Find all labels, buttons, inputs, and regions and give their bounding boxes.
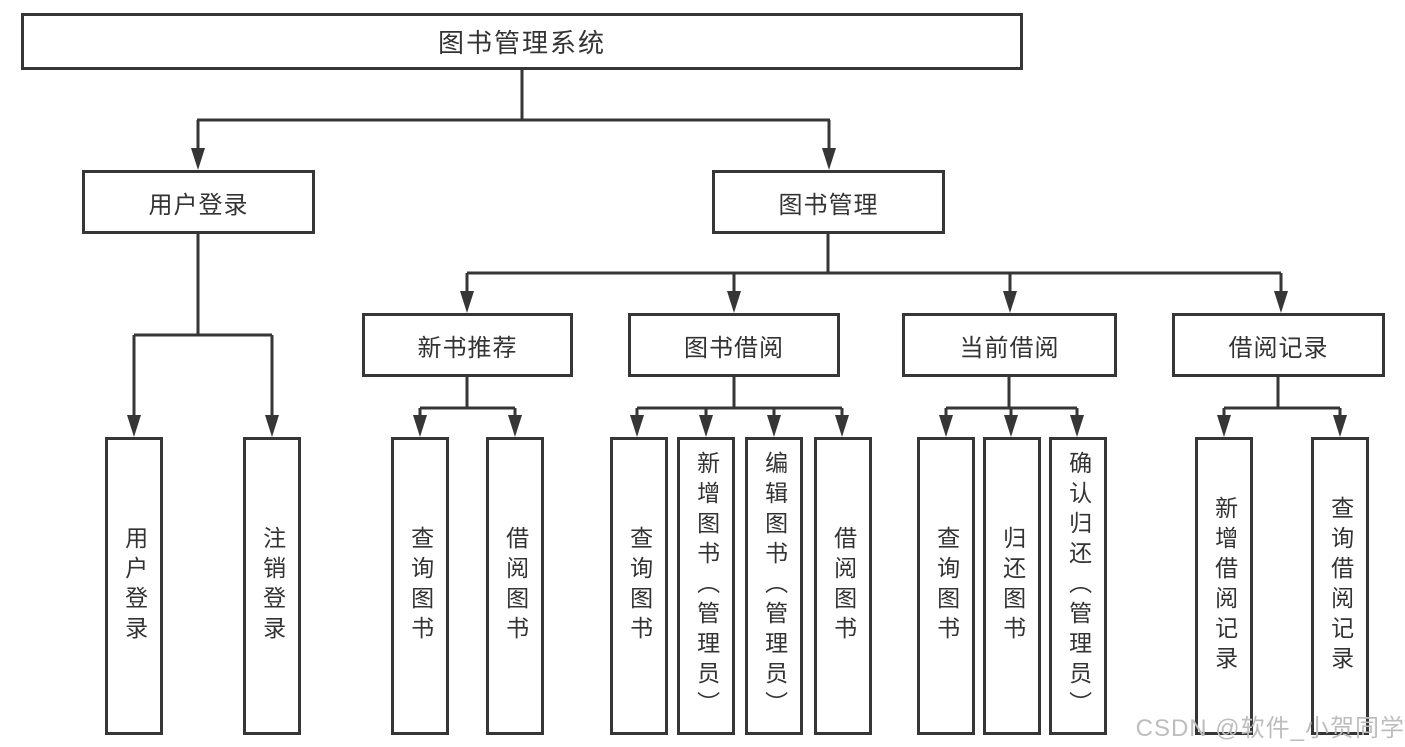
leaf-add-book-admin: 新增图书（管理员） <box>677 437 735 735</box>
csdn-watermark: CSDN @软件_小贺同学 <box>1135 715 1405 742</box>
node-new-book-recommend: 新书推荐 <box>362 313 573 377</box>
node-label: 确认归还（管理员） <box>1065 451 1092 721</box>
node-label: 查询借阅记录 <box>1327 496 1354 676</box>
arrow-down-icon <box>1333 415 1347 437</box>
node-book-management: 图书管理 <box>712 170 945 234</box>
node-label: 查询图书 <box>626 526 653 646</box>
node-current-borrow: 当前借阅 <box>902 313 1117 377</box>
node-label: 编辑图书（管理员） <box>761 451 788 721</box>
arrow-down-icon <box>1070 415 1084 437</box>
arrow-down-icon <box>1003 291 1017 313</box>
arrow-down-icon <box>939 415 953 437</box>
arrow-down-icon <box>127 415 141 437</box>
node-label: 图书管理系统 <box>437 28 606 58</box>
leaf-add-borrow-record: 新增借阅记录 <box>1195 437 1253 735</box>
arrow-down-icon <box>1274 291 1288 313</box>
node-label: 新增借阅记录 <box>1211 496 1238 676</box>
leaf-return-book: 归还图书 <box>983 437 1041 735</box>
node-label: 注销登录 <box>259 526 286 646</box>
arrow-down-icon <box>630 415 644 437</box>
leaf-user-login: 用户登录 <box>105 437 163 735</box>
node-label: 查询图书 <box>407 526 434 646</box>
arrow-down-icon <box>191 148 205 170</box>
leaf-query-books-1: 查询图书 <box>391 437 449 735</box>
arrow-down-icon <box>265 415 279 437</box>
node-label: 借阅记录 <box>1228 334 1329 362</box>
node-borrow-records: 借阅记录 <box>1172 313 1385 377</box>
leaf-query-books-2: 查询图书 <box>610 437 668 735</box>
arrow-down-icon <box>460 291 474 313</box>
arrowheads <box>127 148 1347 437</box>
leaf-logout: 注销登录 <box>243 437 301 735</box>
node-label: 新书推荐 <box>417 334 518 362</box>
leaf-query-borrow-record: 查询借阅记录 <box>1311 437 1369 735</box>
arrow-down-icon <box>413 415 427 437</box>
arrow-down-icon <box>767 415 781 437</box>
node-label: 图书借阅 <box>684 334 784 362</box>
node-label: 用户登录 <box>121 526 148 646</box>
node-label: 借阅图书 <box>830 526 857 646</box>
leaf-edit-book-admin: 编辑图书（管理员） <box>745 437 803 735</box>
node-label: 新增图书（管理员） <box>693 451 720 721</box>
node-label: 借阅图书 <box>502 526 529 646</box>
arrow-down-icon <box>508 415 522 437</box>
leaf-borrow-books-1: 借阅图书 <box>486 437 544 735</box>
arrow-down-icon <box>1217 415 1231 437</box>
node-root: 图书管理系统 <box>21 13 1023 70</box>
arrow-down-icon <box>727 291 741 313</box>
node-label: 图书管理 <box>778 191 879 219</box>
arrow-down-icon <box>1004 415 1018 437</box>
leaf-borrow-books-2: 借阅图书 <box>814 437 872 735</box>
node-label: 归还图书 <box>999 526 1026 646</box>
arrow-down-icon <box>822 148 836 170</box>
node-label: 用户登录 <box>148 191 249 219</box>
node-book-borrow: 图书借阅 <box>628 313 840 377</box>
node-user-login: 用户登录 <box>82 170 315 234</box>
node-label: 查询图书 <box>933 526 960 646</box>
arrow-down-icon <box>835 415 849 437</box>
leaf-confirm-return-admin: 确认归还（管理员） <box>1049 437 1107 735</box>
node-label: 当前借阅 <box>959 334 1060 362</box>
leaf-query-books-3: 查询图书 <box>917 437 975 735</box>
arrow-down-icon <box>699 415 713 437</box>
